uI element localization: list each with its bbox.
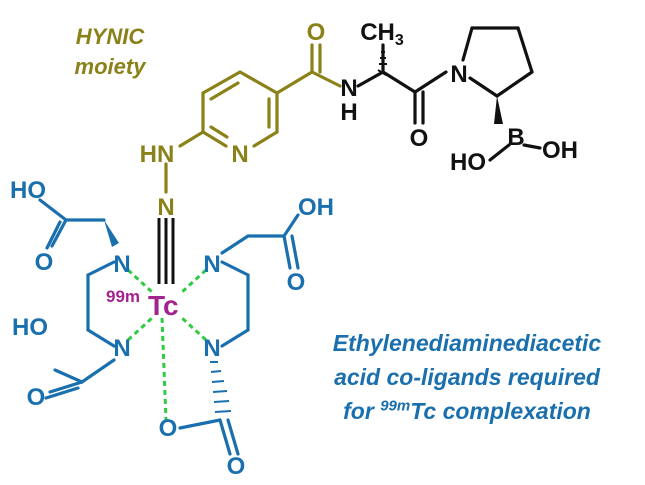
acid-o-top-left: O <box>35 249 54 276</box>
carboxylate-o-bottom: O <box>159 415 178 442</box>
peptide-bonds <box>356 26 542 162</box>
coordination-bonds <box>126 268 208 421</box>
caption-line3: for 99mTc complexation <box>343 397 591 424</box>
amine-n-top-left: N <box>113 251 130 278</box>
amine-n-top-right: N <box>203 251 220 278</box>
acid-ho-bottom-left: HO <box>12 314 48 341</box>
acid-o-top-right: O <box>287 269 306 296</box>
hynic-moiety-label: HYNIC moiety <box>60 22 160 82</box>
boronic-oh: OH <box>542 137 578 164</box>
amide-nitrogen: N <box>340 75 357 102</box>
pyrrolidine-nitrogen: N <box>450 61 467 88</box>
hash-bond-blue <box>210 361 232 413</box>
hydrazine-hn: HN <box>140 141 175 168</box>
hash-bond <box>377 51 387 76</box>
wedge-bond-blue <box>104 220 119 247</box>
acid-ho-top-left: HO <box>10 177 46 204</box>
pyridine-nitrogen: N <box>231 141 248 168</box>
methyl-group: CH3 <box>360 19 404 49</box>
hynic-label-line2: moiety <box>74 54 146 79</box>
tc-isotope-label: 99m <box>106 287 140 306</box>
amide-hydrogen: H <box>340 99 357 126</box>
hynic-bonds <box>164 43 342 194</box>
carbonyl-o-bottom: O <box>227 453 246 480</box>
caption-line2: acid co-ligands required <box>334 364 600 390</box>
technetium-atom: Tc <box>148 290 179 321</box>
amine-n-bottom-left: N <box>113 335 130 362</box>
caption-isotope: 99m <box>380 397 411 415</box>
acid-oh-top-right: OH <box>298 194 334 221</box>
acid-o-bottom-left: O <box>27 384 46 411</box>
amine-n-bottom-right: N <box>203 335 220 362</box>
wedge-bond <box>494 96 503 124</box>
boronic-ho: HO <box>450 149 486 176</box>
coligand-caption: Ethylenediaminediacetic acid co-ligands … <box>292 326 642 428</box>
coligand-bonds <box>38 198 300 456</box>
amide-oxygen: O <box>307 19 326 46</box>
boron-atom: B <box>507 124 524 151</box>
hynic-label-line1: HYNIC <box>75 24 145 49</box>
caption-line1: Ethylenediaminediacetic <box>332 330 602 356</box>
metal-triple-bond <box>157 218 175 284</box>
hydrazine-nitrogen: N <box>157 194 174 221</box>
carbonyl-oxygen: O <box>410 125 429 152</box>
